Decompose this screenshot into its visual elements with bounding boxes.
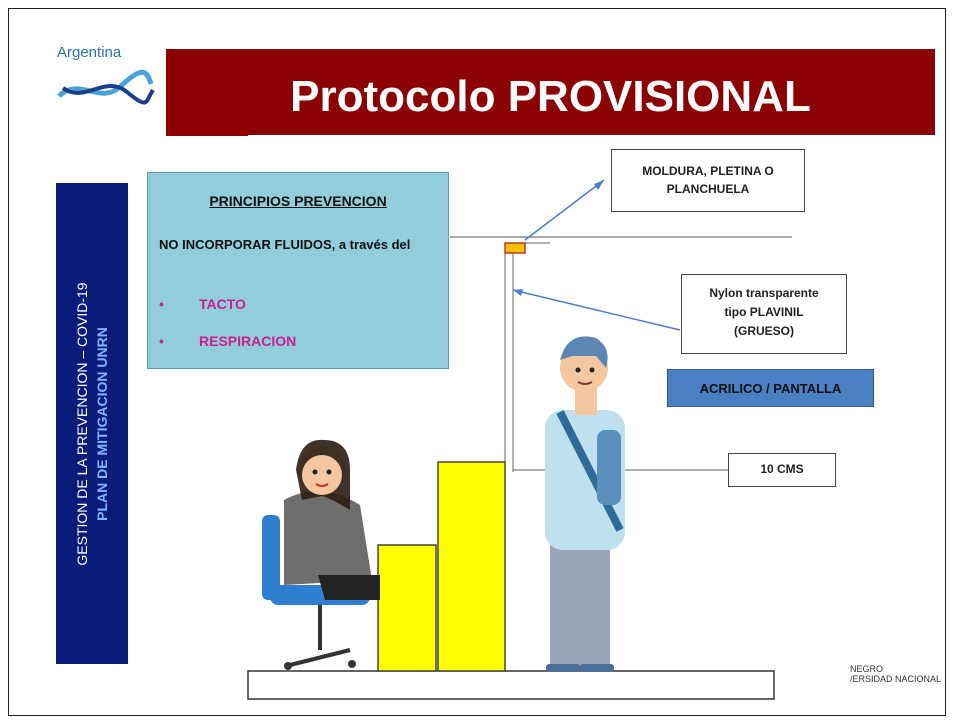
distance-text: 10 CMS	[760, 462, 804, 476]
title-accent	[166, 130, 248, 136]
principles-heading: PRINCIPIOS PREVENCION	[209, 193, 387, 209]
page-title: Protocolo PROVISIONAL	[290, 72, 811, 121]
seated-woman-icon	[262, 439, 380, 670]
moldura-callout: MOLDURA, PLETINA O PLANCHUELA	[611, 149, 805, 212]
principles-text: NO INCORPORAR FLUIDOS, a través del	[159, 237, 411, 252]
distance-callout: 10 CMS	[728, 453, 836, 487]
moldura-text: MOLDURA, PLETINA O PLANCHUELA	[642, 164, 774, 196]
bullet-icon: •	[159, 333, 164, 349]
bullet-label: TACTO	[199, 296, 246, 312]
nylon-line1: Nylon transparente	[709, 286, 819, 300]
logo-text: Argentina	[57, 44, 122, 61]
bullet-icon: •	[159, 296, 164, 312]
nylon-line3: (GRUESO)	[734, 324, 794, 338]
counter-high	[437, 461, 506, 672]
footer-logo: NEGRO /ERSIDAD NACIONAL	[850, 664, 941, 684]
footer-line1: NEGRO	[850, 664, 884, 674]
standing-man-icon	[545, 336, 625, 672]
nylon-line2: tipo PLAVINIL	[724, 305, 804, 319]
argentina-logo: Argentina	[55, 44, 155, 114]
counter-low	[377, 544, 437, 672]
bullet-label: RESPIRACION	[199, 333, 297, 349]
nylon-callout: Nylon transparente tipo PLAVINIL (GRUESO…	[681, 274, 847, 354]
arrow-nylon	[512, 289, 681, 331]
bullet-tacto: • TACTO	[159, 296, 246, 312]
slide-frame	[8, 8, 946, 716]
arrow-moldura	[524, 179, 605, 241]
desk-base	[247, 670, 775, 700]
bullet-respiracion: • RESPIRACION	[159, 333, 296, 349]
acrilico-label: ACRILICO / PANTALLA	[667, 369, 874, 407]
title-bar: Protocolo PROVISIONAL	[166, 49, 935, 135]
side-bar: GESTION DE LA PREVENCION – COVID-19 PLAN…	[56, 183, 128, 664]
footer-line2: /ERSIDAD NACIONAL	[850, 674, 942, 684]
moldura-bracket	[504, 242, 526, 254]
wave-logo-icon	[57, 69, 155, 105]
principles-box: PRINCIPIOS PREVENCION NO INCORPORAR FLUI…	[147, 172, 449, 369]
